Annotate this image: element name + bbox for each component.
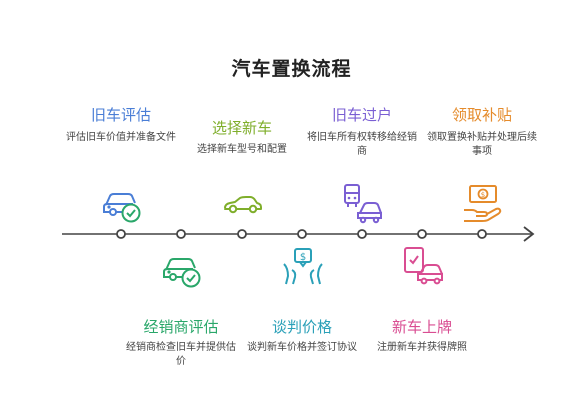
step-title-registration: 新车上牌 [391, 318, 452, 336]
timeline-dot [357, 229, 367, 239]
transfer-icon [344, 184, 382, 224]
timeline-dot [116, 229, 126, 239]
timeline-dot [237, 229, 247, 239]
timeline-dot [297, 229, 307, 239]
car-check-icon [103, 193, 141, 223]
page-title: 汽车置换流程 [231, 58, 352, 80]
svg-text:$: $ [300, 252, 306, 263]
step-title-old-car-eval: 旧车评估 [90, 106, 151, 124]
step-title-transfer: 旧车过户 [331, 106, 392, 124]
step-title-choose-car: 选择新车 [211, 119, 272, 137]
step-desc-old-car-eval: 评估旧车价值并准备文件 [66, 132, 176, 143]
timeline-dot [417, 229, 427, 239]
registration-icon [404, 247, 443, 285]
step-desc-registration: 注册新车并获得牌照 [377, 342, 467, 353]
step-title-subsidy: 领取补贴 [451, 106, 512, 124]
car-icon [224, 196, 262, 214]
money-hand-icon: $ [464, 185, 502, 222]
step-desc-choose-car: 选择新车型号和配置 [197, 144, 287, 155]
step-desc-negotiate: 谈判新车价格并签订协议 [247, 342, 357, 353]
step-title-dealer-eval: 经销商评估 [143, 318, 219, 336]
timeline-dot [176, 229, 186, 239]
svg-text:$: $ [481, 191, 485, 199]
timeline-dot [477, 229, 487, 239]
negotiation-icon: $ [283, 248, 323, 285]
step-title-negotiate: 谈判价格 [271, 318, 332, 336]
step-desc-transfer: 将旧车所有权转移给经销商 [307, 132, 417, 157]
step-desc-subsidy: 领取置换补贴并处理后续事项 [427, 132, 537, 157]
car-check-icon [163, 258, 201, 288]
step-desc-dealer-eval: 经销商检查旧车并提供估价 [126, 342, 236, 367]
timeline-arrow [523, 226, 535, 242]
